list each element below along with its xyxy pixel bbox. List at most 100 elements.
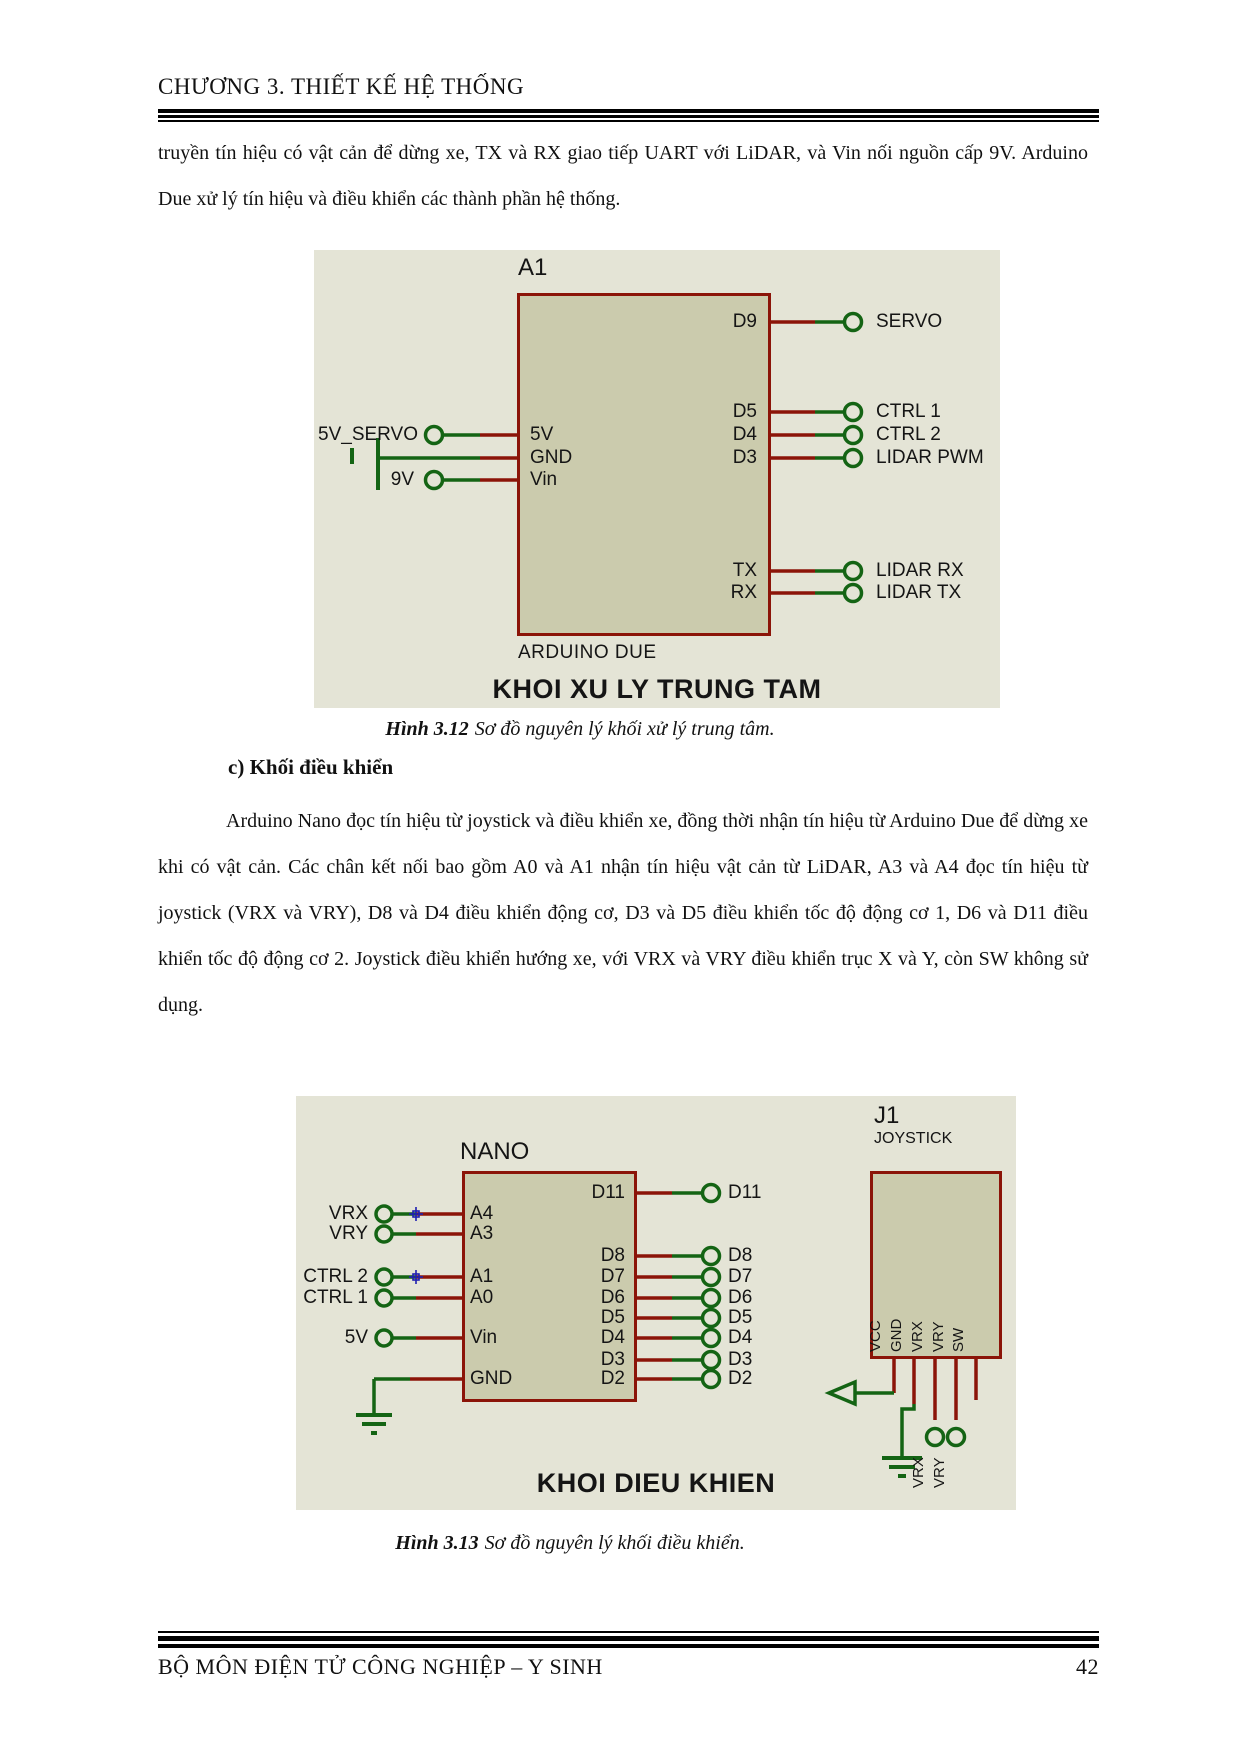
caption-number: Hình 3.13 <box>395 1532 479 1554</box>
component-name: JOYSTICK <box>874 1130 953 1147</box>
chip-pin-label: D4 <box>732 424 757 445</box>
terminal-label: D8 <box>728 1245 753 1266</box>
chip-name-label: ARDUINO DUE <box>518 642 657 663</box>
terminal-label: D2 <box>728 1368 753 1389</box>
terminal-circle-icon <box>700 1266 722 1288</box>
chip-pin-label: D7 <box>600 1266 625 1287</box>
terminal-circle-icon <box>700 1182 722 1204</box>
terminal-label: D11 <box>728 1182 762 1203</box>
chip-pin-label: D3 <box>732 447 757 468</box>
header-rule <box>158 115 1099 118</box>
terminal-label: D5 <box>728 1307 753 1328</box>
joystick-wiring <box>824 1359 978 1478</box>
schematic-wires <box>350 311 864 604</box>
terminal-circle-icon <box>700 1307 722 1329</box>
terminal-circle-icon <box>374 1224 394 1244</box>
terminal-circle-icon <box>700 1287 722 1309</box>
joystick-pin-label: VRY <box>930 1321 947 1352</box>
terminal-circle-icon <box>842 582 864 604</box>
block-title: KHOI DIEU KHIEN <box>536 1468 776 1498</box>
terminal-label: D3 <box>728 1349 753 1370</box>
chip-pin-label: A4 <box>470 1203 494 1224</box>
terminal-label: CTRL 2 <box>303 1266 368 1287</box>
joystick-pin-label: SW <box>950 1327 967 1352</box>
caption-text: Sơ đồ nguyên lý khối xử lý trung tâm. <box>474 718 775 740</box>
terminal-circle-icon <box>374 1267 394 1287</box>
terminal-label: CTRL 1 <box>876 401 941 422</box>
wires-right <box>637 1182 722 1390</box>
terminal-label: 5V_SERVO <box>318 424 418 445</box>
chip-pin-label: D6 <box>600 1287 625 1308</box>
component-ref: A1 <box>518 254 548 281</box>
terminal-label: LIDAR RX <box>876 560 964 581</box>
terminal-label: 9V <box>390 469 414 490</box>
component-ref: NANO <box>460 1138 530 1165</box>
terminal-label: CTRL 1 <box>303 1287 368 1308</box>
chip-pin-label: Vin <box>470 1327 498 1348</box>
terminal-circle-icon <box>374 1328 394 1348</box>
header-rule <box>158 109 1099 113</box>
joystick-pin-label: GND <box>888 1318 905 1352</box>
caption-text: Sơ đồ nguyên lý khối điều khiển. <box>484 1532 745 1554</box>
footer-rule <box>158 1644 1099 1648</box>
terminal-label: D7 <box>728 1266 753 1287</box>
chip-pin-label: D9 <box>732 311 757 332</box>
terminal-circle-icon <box>700 1349 722 1371</box>
chip-pin-label: A1 <box>470 1266 494 1287</box>
wires-left <box>350 424 517 491</box>
junction-cross-icon <box>409 1207 423 1221</box>
ground-icon <box>356 1413 392 1435</box>
chip-pin-label: D5 <box>732 401 757 422</box>
ground-icon <box>882 1456 922 1478</box>
junction-cross-icon <box>409 1270 423 1284</box>
terminal-circle-icon <box>423 469 445 491</box>
terminal-label: VRY <box>329 1223 368 1244</box>
terminal-circle-icon <box>423 424 445 446</box>
body-paragraph-1: truyền tín hiệu có vật cản để dừng xe, T… <box>158 142 1088 210</box>
terminal-circle-icon <box>945 1426 967 1448</box>
chip-pin-label: RX <box>730 582 757 603</box>
footer-department: BỘ MÔN ĐIỆN TỬ CÔNG NGHIỆP – Y SINH <box>158 1654 603 1679</box>
block-title: KHOI XU LY TRUNG TAM <box>492 674 822 704</box>
terminal-circle-icon <box>374 1204 394 1224</box>
terminal-label: LIDAR PWM <box>876 447 984 468</box>
chip-pin-label: 5V <box>530 424 554 445</box>
terminal-circle-icon <box>924 1426 946 1448</box>
joystick-pin-label: VCC <box>867 1320 884 1352</box>
terminal-label: VRX <box>328 1203 368 1224</box>
chapter-header: CHƯƠNG 3. THIẾT KẾ HỆ THỐNG <box>158 74 525 99</box>
terminal-circle-icon <box>842 311 864 333</box>
schematic-wires <box>356 1182 978 1478</box>
footer-page-number: 42 <box>1076 1654 1099 1679</box>
chip-arduino-nano <box>462 1171 637 1402</box>
wires-left <box>356 1204 462 1435</box>
joystick-pin-label: VRX <box>909 1321 926 1352</box>
chip-pin-label: D4 <box>600 1327 625 1348</box>
terminal-label: LIDAR TX <box>876 582 962 603</box>
footer-rule <box>158 1631 1099 1633</box>
terminal-circle-icon <box>374 1288 394 1308</box>
terminal-label: 5V <box>344 1327 368 1348</box>
chip-pin-label: D8 <box>600 1245 625 1266</box>
terminal-label: D6 <box>728 1287 753 1308</box>
chip-pin-label: D2 <box>600 1368 625 1389</box>
figure-control-schematic: NANO A4 A3 A1 A0 Vin GND D11 D8 D7 D6 D5… <box>296 1096 1016 1510</box>
chip-pin-label: GND <box>470 1368 513 1389</box>
section-heading: c) Khối điều khiển <box>228 755 394 779</box>
terminal-label: D4 <box>728 1327 753 1348</box>
terminal-circle-icon <box>700 1245 722 1267</box>
terminal-circle-icon <box>700 1368 722 1390</box>
component-ref: J1 <box>874 1102 900 1129</box>
footer: BỘ MÔN ĐIỆN TỬ CÔNG NGHIỆP – Y SINH 42 <box>158 1654 1099 1680</box>
terminal-label: SERVO <box>876 311 943 332</box>
joystick-box <box>870 1171 1002 1359</box>
chip-pin-label: A0 <box>470 1287 494 1308</box>
chip-pin-label: Vin <box>530 469 558 490</box>
chip-pin-label: D3 <box>600 1349 625 1370</box>
terminal-circle-icon <box>842 447 864 469</box>
chip-pin-label: GND <box>530 447 573 468</box>
terminal-circle-icon <box>842 424 864 446</box>
